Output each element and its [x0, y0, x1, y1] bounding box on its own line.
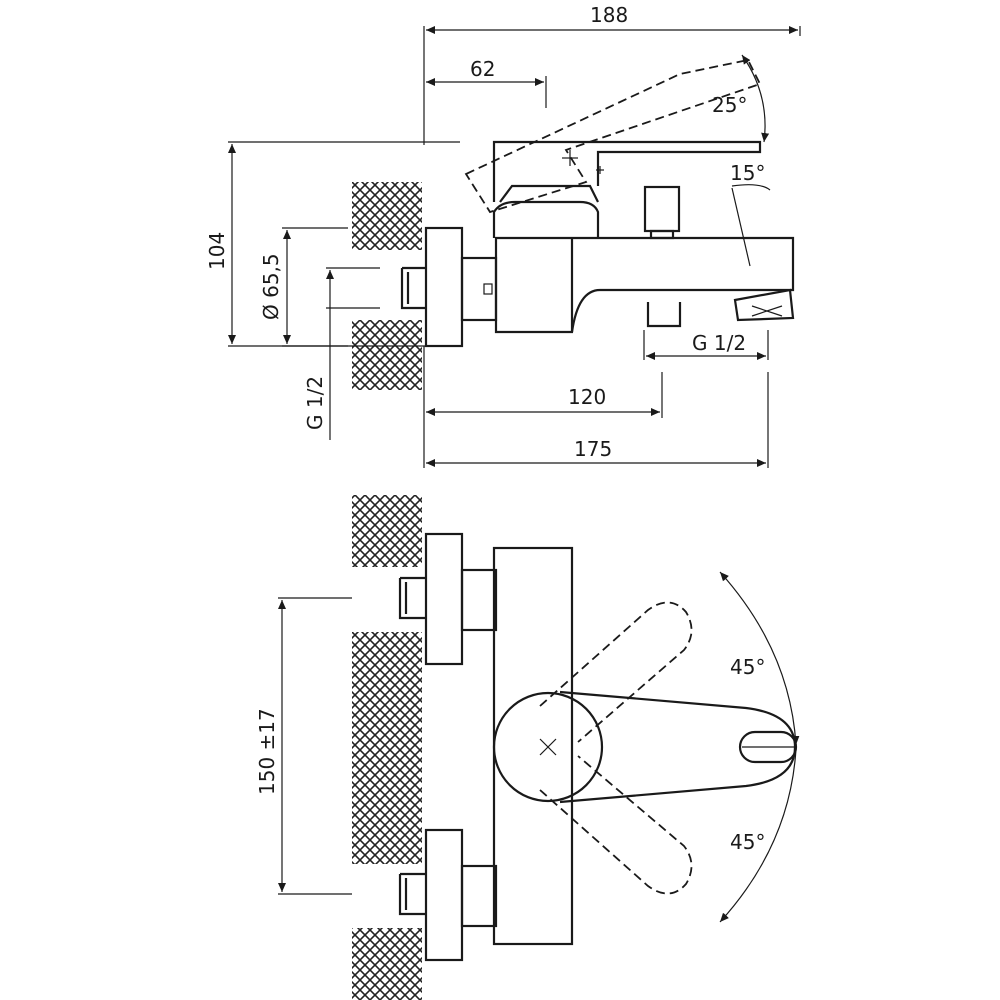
cartridge-housing: [492, 200, 600, 238]
rotation-upper-label: 45°: [730, 655, 765, 679]
inlet-fitting: [400, 266, 426, 310]
dim-104-label: 104: [205, 232, 229, 270]
tilt-angle-label: 25°: [712, 93, 747, 117]
top-view: 45° 45° 150 ±17: [255, 495, 800, 1000]
wall-hatch-upper: [352, 182, 422, 250]
top-flange-lower: [424, 828, 464, 962]
top-wall-hatch-1: [352, 495, 422, 567]
lever-handle-raised: [464, 58, 762, 214]
rotation-arc-upper: [719, 571, 800, 746]
top-mixer-body: [492, 546, 574, 946]
top-handle-rotated-down: [539, 755, 693, 895]
top-inlet-lower: [398, 872, 426, 916]
side-view: 25° 15° 188 62 104 Ø 65,5 G 1/2 G 1: [205, 3, 801, 468]
spout-angle-arc: [731, 184, 771, 191]
rotation-lower-label: 45°: [730, 830, 765, 854]
connector-nut: [483, 283, 493, 295]
mixer-body: [494, 236, 795, 334]
wall-hatch-lower: [352, 320, 422, 390]
shower-outlet: [646, 302, 682, 328]
diverter-stem: [649, 229, 675, 240]
dim-175-label: 175: [574, 437, 612, 461]
top-wall-hatch-3: [352, 928, 422, 1000]
spout-angle-label: 15°: [730, 161, 765, 185]
top-handle-base: [492, 691, 604, 803]
lever-handle: [492, 140, 762, 202]
aerator-cross-2: [751, 305, 783, 317]
top-wall-hatch-2: [352, 632, 422, 864]
dim-outlet-label: G 1/2: [692, 331, 746, 355]
spout-angle-line: [731, 187, 751, 267]
diverter-knob: [643, 185, 681, 233]
top-handle-rotated-up: [539, 601, 693, 743]
wall-flange: [424, 226, 464, 348]
top-inlet-upper: [398, 576, 426, 620]
dim-188-label: 188: [590, 3, 628, 27]
rotation-arc-lower: [719, 748, 797, 923]
flange-connector: [460, 256, 498, 322]
top-connector-upper: [460, 568, 498, 632]
dim-150-label: 150 ±17: [255, 708, 279, 795]
tilt-angle-arc: [741, 54, 770, 143]
spout-aerator: [733, 288, 795, 322]
top-connector-lower: [460, 864, 498, 928]
top-flange-upper: [424, 532, 464, 666]
dim-diameter-label: Ø 65,5: [259, 253, 283, 320]
dim-inlet-label: G 1/2: [303, 376, 327, 430]
top-handle-center-b: [539, 738, 557, 756]
cartridge-top: [499, 184, 599, 203]
dim-120-label: 120: [568, 385, 606, 409]
dim-62-label: 62: [470, 57, 495, 81]
